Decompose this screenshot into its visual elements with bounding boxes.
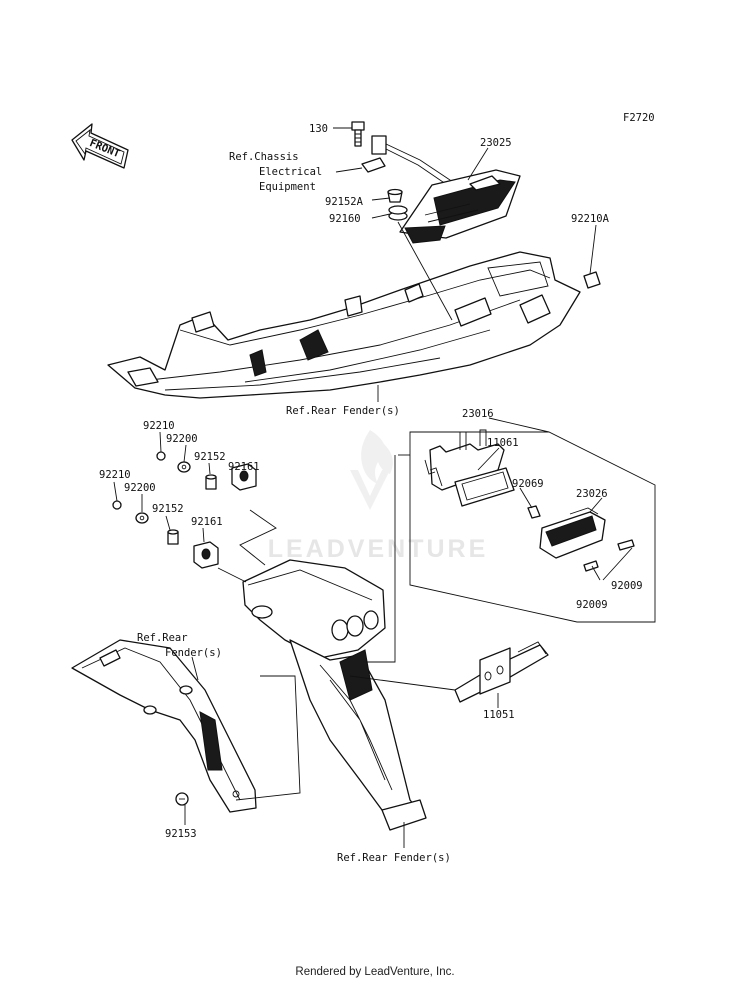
grommet-92152A xyxy=(387,188,403,203)
callout-92152-a: 92152 xyxy=(194,451,226,463)
chassis-clip xyxy=(361,157,386,173)
callout-92069: 92069 xyxy=(512,478,544,490)
callout-92210A: 92210A xyxy=(571,213,610,225)
bolt-92153 xyxy=(175,792,189,806)
leader-lines xyxy=(113,127,633,848)
license-lamp-box xyxy=(409,429,656,623)
rear-fender-mount xyxy=(242,559,427,831)
callout-11051: 11051 xyxy=(483,709,515,721)
callout-ref-rear-left-1: Ref.Rear xyxy=(137,632,188,644)
hardware-left xyxy=(112,451,257,569)
callout-11061: 11061 xyxy=(487,437,519,449)
callout-92161-b: 92161 xyxy=(191,516,223,528)
license-bracket-11051 xyxy=(454,641,549,703)
callout-23026: 23026 xyxy=(576,488,608,500)
callout-92160: 92160 xyxy=(329,213,361,225)
tail-lamp-23025 xyxy=(399,169,521,244)
callout-ref-chassis-3: Equipment xyxy=(259,181,316,193)
callout-92152A: 92152A xyxy=(325,196,364,208)
callout-92210-b: 92210 xyxy=(99,469,131,481)
callout-92200-a: 92200 xyxy=(166,433,198,445)
screw-92210A xyxy=(583,271,601,289)
callout-92152-b: 92152 xyxy=(152,503,184,515)
callout-92009-b: 92009 xyxy=(576,599,608,611)
grommet-92160 xyxy=(388,205,408,221)
callout-ref-chassis-1: Ref.Chassis xyxy=(229,151,299,163)
callout-23025: 23025 xyxy=(480,137,512,149)
left-rear-fender xyxy=(71,639,257,813)
callout-92153: 92153 xyxy=(165,828,197,840)
callout-labels: 130 Ref.Chassis Electrical Equipment 921… xyxy=(99,123,643,864)
callout-92161-a: 92161 xyxy=(228,461,260,473)
callout-92200-b: 92200 xyxy=(124,482,156,494)
figure-code: F2720 xyxy=(623,112,655,124)
callout-23016: 23016 xyxy=(462,408,494,420)
watermark-text: LEADVENTURE xyxy=(268,535,489,563)
rear-frame-body xyxy=(107,251,581,399)
footer-credit: Rendered by LeadVenture, Inc. xyxy=(295,966,454,978)
bolt-130 xyxy=(351,121,365,147)
callout-92009-a: 92009 xyxy=(611,580,643,592)
callout-ref-rear-left-2: Fender(s) xyxy=(165,647,222,659)
callout-ref-chassis-2: Electrical xyxy=(259,166,322,178)
callout-ref-rear-fender-top: Ref.Rear Fender(s) xyxy=(286,405,400,417)
front-arrow-icon: FRONT xyxy=(71,123,129,169)
watermark-logo xyxy=(350,430,393,510)
callout-92210-a: 92210 xyxy=(143,420,175,432)
callout-ref-rear-fender-bottom: Ref.Rear Fender(s) xyxy=(337,852,451,864)
callout-130: 130 xyxy=(309,123,328,135)
